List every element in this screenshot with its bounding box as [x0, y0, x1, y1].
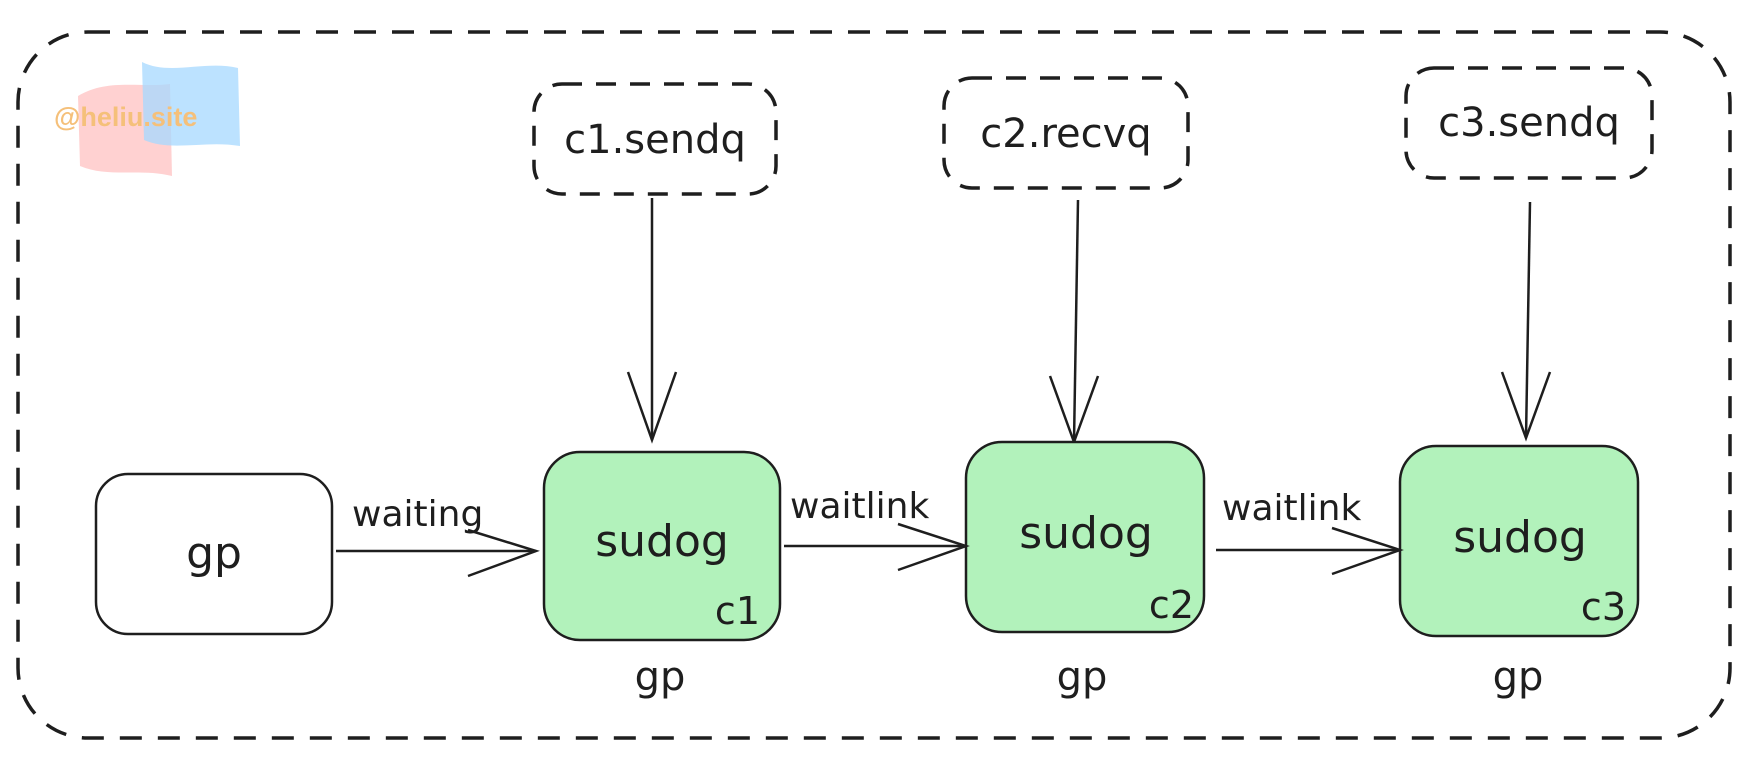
queue-label: c3.sendq [1438, 100, 1620, 146]
queue-label: c2.recvq [980, 111, 1151, 157]
node-label: sudog [1019, 508, 1153, 559]
node-sudog-c2: sudog c2 gp [964, 440, 1206, 700]
node-label: sudog [1453, 512, 1587, 563]
edge-waitlink-1: waitlink [784, 486, 970, 572]
queue-box [1404, 66, 1654, 180]
node-below-label: gp [635, 654, 686, 700]
queue-c2-recvq: c2.recvq [942, 76, 1190, 190]
node-sudog-c1: sudog c1 gp [542, 450, 782, 700]
watermark-text: @heliu.site [54, 102, 197, 132]
arrow-q2-to-sudog2 [1048, 199, 1100, 446]
node-box [964, 440, 1206, 634]
watermark-blue-flag [142, 62, 240, 146]
watermark-logo: @heliu.site [54, 62, 240, 176]
arrow-q1-to-sudog1 [626, 198, 678, 444]
node-tag: c3 [1581, 585, 1626, 629]
queue-c1-sendq: c1.sendq [532, 82, 778, 196]
edge-label: waiting [352, 494, 483, 535]
edge-label: waitlink [790, 486, 929, 527]
node-tag: c1 [715, 589, 760, 633]
queue-box [942, 76, 1190, 190]
node-box [1398, 444, 1640, 638]
node-gp: gp [94, 472, 334, 636]
node-below-label: gp [1493, 654, 1544, 700]
edge-label: waitlink [1222, 488, 1361, 529]
node-sudog-c3: sudog c3 gp [1398, 444, 1640, 700]
queue-c3-sendq: c3.sendq [1404, 66, 1654, 180]
queue-box [532, 82, 778, 196]
queue-label: c1.sendq [564, 117, 746, 163]
arrow-q3-to-sudog3 [1500, 201, 1552, 442]
node-box [94, 472, 334, 636]
node-tag: c2 [1149, 583, 1194, 627]
node-label: sudog [595, 516, 729, 567]
edge-waitlink-2: waitlink [1216, 488, 1404, 576]
node-below-label: gp [1057, 654, 1108, 700]
node-label: gp [186, 528, 242, 579]
node-box [542, 450, 782, 642]
edge-waiting: waiting [336, 494, 540, 578]
